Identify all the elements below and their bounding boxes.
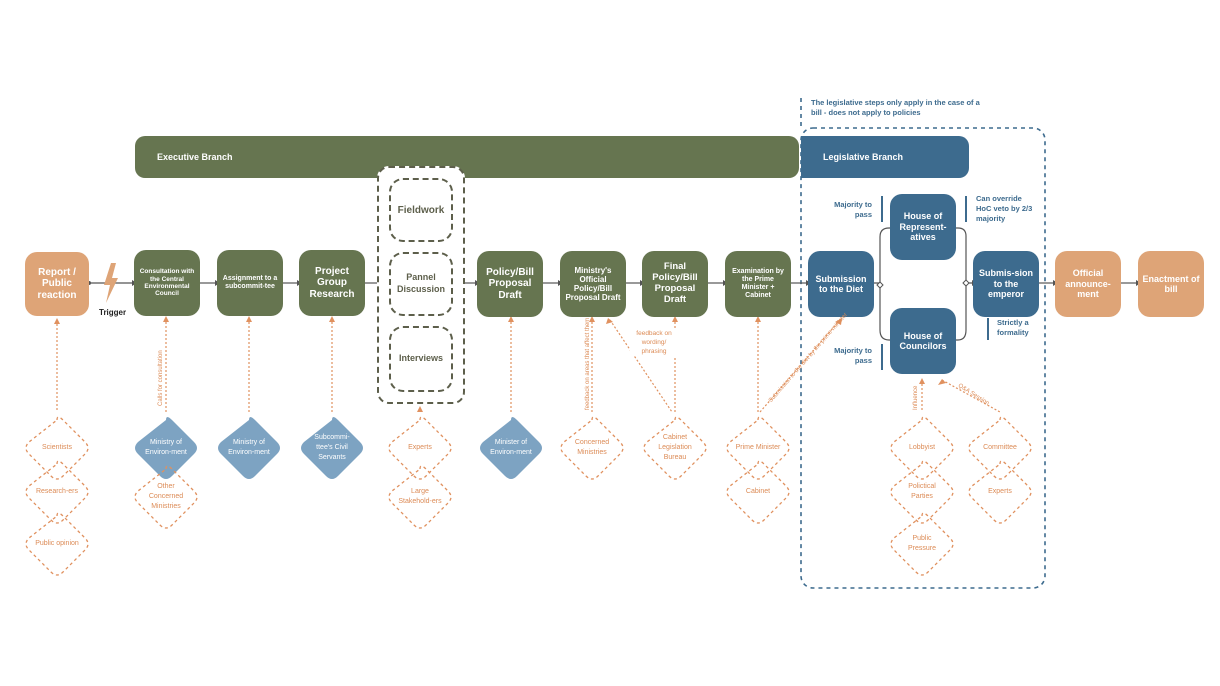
flow-arrows [89,227,1136,341]
actor-diamond-experts-1 [388,416,452,480]
actor-label-scientists: Scientists [42,443,72,451]
actor-label-minister-env: Minister of Environ-ment [490,438,532,456]
actor-diamond-minister-env [480,417,542,479]
feedback-wording-label: feedback on wording/ phrasing [630,330,678,357]
actor-label-cabinet-bureau: Cabinet Legislation Bureau [658,433,692,462]
actor-diamond-cabinet-bureau [643,416,707,480]
actor-diamond-cabinet [726,460,790,524]
executive-branch-label: Executive Branch [157,152,233,162]
actor-diamond-prime-minister [726,416,790,480]
actor-label-public-opinion: Public opinion [35,539,79,547]
actor-label-political-parties: Polictical Parties [908,482,936,500]
legislative-branch-bar: Legislative Branch [801,136,969,178]
actor-label-concerned-ministries: Concerned Ministries [574,438,610,456]
actor-diamond-ministry-env-2 [218,417,280,479]
actor-label-committee: Committee [983,443,1017,451]
research-methods-frame [377,166,465,404]
influence-label: Influence [913,385,919,410]
legislative-frame [800,127,1046,589]
actor-label-ministry-env-1: Ministry of Environ-ment [145,438,187,456]
trigger-label: Trigger [99,308,127,317]
majority-note-bottom: Majority to pass [834,346,872,366]
actor-label-lobbyist: Lobbyist [908,443,936,451]
actor-diamond-large-stakeholders [388,465,452,529]
formality-note: Strictly a formality [997,318,1029,338]
dashed-arrow-heads [54,316,946,412]
submission-emperor-step: Submis-sion to the emperor [973,251,1039,317]
actor-diamond-committee [968,416,1032,480]
feedback-areas-label: feedback on areas that affect them [585,317,591,410]
actor-label-ministry-env-2: Ministry of Environ-ment [228,438,270,456]
fieldwork-box: Fieldwork [389,178,453,242]
calls-consultation-label: Calls for consultation [158,350,164,406]
policy-draft-step: Policy/Bill Proposal Draft [477,251,543,317]
final-draft-step: Final Policy/Bill Proposal Draft [642,251,708,317]
actor-label-cabinet: Cabinet [745,487,771,495]
note-bars [881,196,989,370]
actor-diamond-lobbyist [890,416,954,480]
house-councilors-step: House of Councilors [890,308,956,374]
actor-diamond-other-ministries [134,465,198,529]
announcement-step: Official announce-ment [1055,251,1121,317]
actor-diamonds [25,416,1032,576]
examination-step: Examination by the Prime Minister + Cabi… [725,251,791,317]
actor-diamond-scientists [25,416,89,480]
override-note: Can override HoC veto by 2/3 majority [976,194,1033,224]
actor-label-researchers: Research-ers [35,487,78,495]
actor-diamond-ministry-env-1 [135,417,197,479]
actor-diamond-public-pressure [890,512,954,576]
actor-diamond-researchers [25,460,89,524]
legislative-branch-label: Legislative Branch [823,152,904,162]
actor-diamond-experts-2 [968,460,1032,524]
actor-diamond-public-opinion [25,512,89,576]
house-representatives-step: House of Represent-atives [890,194,956,260]
interviews-box: Interviews [389,326,453,392]
actor-label-public-pressure: Public Pressure [907,534,936,552]
panel-discussion-box: Pannel Discussion [389,252,453,316]
actor-label-experts-2: Experts [988,487,1012,495]
actor-label-subcommittee-servants: Subcommi-ttee's Civil Servants [314,433,350,462]
actor-label-prime-minister: Prime Minister [735,443,781,451]
actor-diamond-political-parties [890,460,954,524]
actor-label-experts-1: Experts [408,443,432,451]
report-step: Report / Public reaction [25,252,89,316]
consultation-step: Consultation with the Central Environmen… [134,250,200,316]
executive-branch-bar: Executive Branch [135,136,799,178]
actor-diamond-subcommittee-servants [301,417,363,479]
official-draft-step: Ministry's Official Policy/Bill Proposal… [560,251,626,317]
dashed-connectors [56,318,1001,413]
enactment-step: Enactment of bill [1138,251,1204,317]
project-research-step: Project Group Research [299,250,365,316]
assignment-step: Assignment to a subcommit-tee [217,250,283,316]
actor-label-other-ministries: Other Concerned Ministries [148,482,184,511]
lightning-icon [104,263,118,303]
majority-note-top: Majority to pass [834,200,872,220]
actor-diamond-concerned-ministries [560,416,624,480]
legislative-note: The legislative steps only apply in the … [811,98,980,118]
submission-diet-step: Submission to the Diet [808,251,874,317]
actor-label-large-stakeholders: Large Stakehold-ers [398,487,442,505]
